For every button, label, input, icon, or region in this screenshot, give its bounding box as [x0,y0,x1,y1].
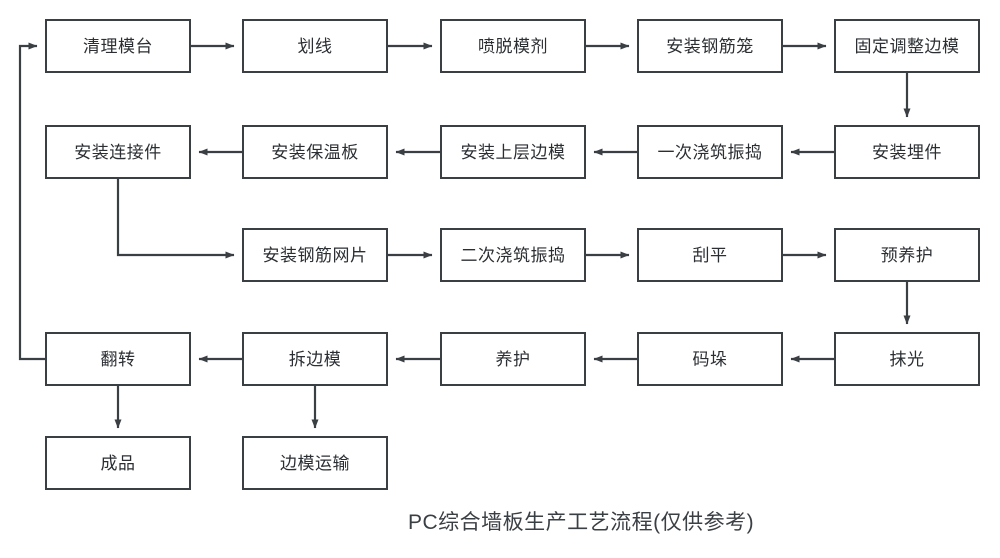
edge-n19-to-n1 [18,42,45,361]
process-node-label: 划线 [297,36,333,56]
process-node-n13[interactable]: 刮平 [637,228,783,282]
diagram-caption: PC综合墙板生产工艺流程(仅供参考) [408,511,755,534]
process-node-label: 喷脱模剂 [478,36,548,56]
process-node-n6[interactable]: 安装埋件 [834,125,980,179]
process-node-n4[interactable]: 安装钢筋笼 [637,19,783,73]
process-node-n21[interactable]: 边模运输 [242,436,388,490]
process-node-n2[interactable]: 划线 [242,19,388,73]
process-node-n1[interactable]: 清理模台 [45,19,191,73]
process-node-n7[interactable]: 一次浇筑振捣 [637,125,783,179]
process-node-n17[interactable]: 养护 [440,332,586,386]
process-node-label: 固定调整边模 [854,36,960,56]
process-node-label: 边模运输 [280,453,350,473]
process-node-label: 刮平 [692,245,728,265]
process-node-label: 成品 [100,453,136,473]
process-node-label: 养护 [495,349,531,369]
process-node-label: 安装埋件 [872,142,942,162]
process-node-n10[interactable]: 安装连接件 [45,125,191,179]
process-node-n20[interactable]: 成品 [45,436,191,490]
process-node-n12[interactable]: 二次浇筑振捣 [440,228,586,282]
process-node-label: 安装连接件 [74,142,162,162]
process-node-n8[interactable]: 安装上层边模 [440,125,586,179]
process-node-n19[interactable]: 翻转 [45,332,191,386]
edge-n10-to-n11 [116,179,235,259]
process-node-label: 拆边模 [288,349,342,369]
process-node-label: 清理模台 [83,36,153,56]
process-node-label: 翻转 [100,349,136,369]
process-node-n3[interactable]: 喷脱模剂 [440,19,586,73]
process-node-n14[interactable]: 预养护 [834,228,980,282]
process-node-n15[interactable]: 抹光 [834,332,980,386]
process-node-label: 安装上层边模 [460,142,566,162]
process-node-n18[interactable]: 拆边模 [242,332,388,386]
process-node-n16[interactable]: 码垛 [637,332,783,386]
process-node-n5[interactable]: 固定调整边模 [834,19,980,73]
process-node-label: 二次浇筑振捣 [460,245,566,265]
process-node-n11[interactable]: 安装钢筋网片 [242,228,388,282]
process-node-n9[interactable]: 安装保温板 [242,125,388,179]
process-node-label: 安装钢筋笼 [666,36,754,56]
process-node-label: 预养护 [880,245,934,265]
process-node-label: 一次浇筑振捣 [657,142,763,162]
process-node-label: 安装保温板 [271,142,359,162]
process-node-label: 抹光 [889,349,925,369]
process-node-label: 安装钢筋网片 [262,245,368,265]
process-node-label: 码垛 [692,349,728,369]
